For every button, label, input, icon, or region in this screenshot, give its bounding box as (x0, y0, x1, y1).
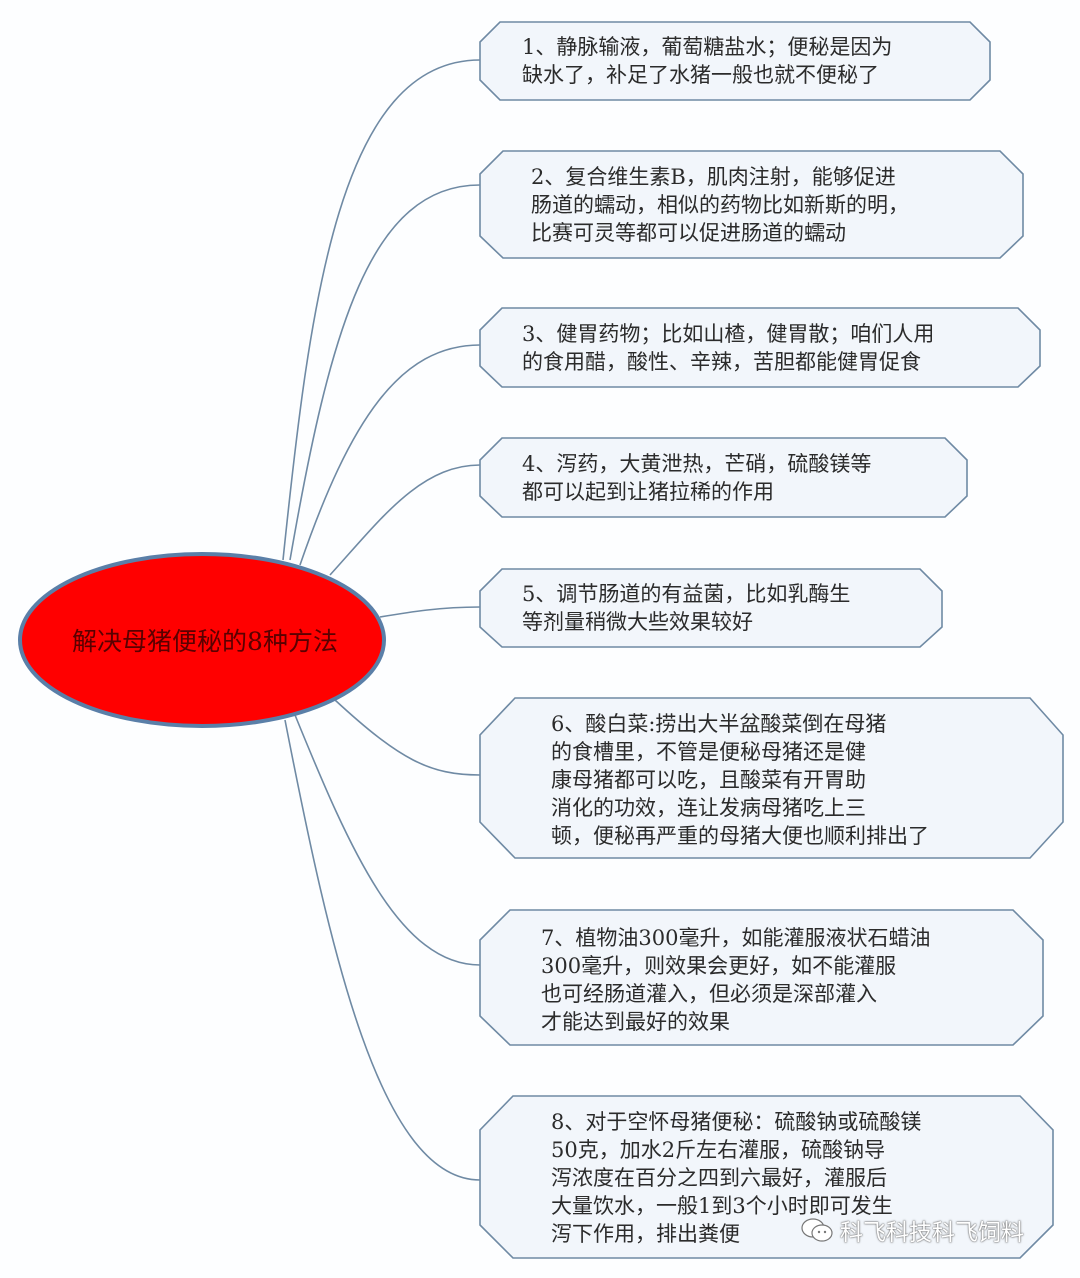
node-3-shape (479, 307, 1041, 388)
node-8-line-5: 泻下作用，排出粪便 (551, 1222, 740, 1246)
node-2-line-1: 2、复合维生素B，肌肉注射，能够促进 (531, 165, 896, 189)
connector-3 (299, 344, 481, 566)
connector-2 (289, 184, 481, 561)
node-4-line-1: 4、泻药，大黄泄热，芒硝，硫酸镁等 (522, 452, 872, 476)
node-3-line-2: 的食用醋，酸性、辛辣，苦胆都能健胃促食 (522, 350, 921, 374)
node-3-line-1: 3、健胃药物；比如山楂，健胃散；咱们人用 (522, 322, 935, 346)
node-7-line-2: 300毫升，则效果会更好，如不能灌服 (541, 954, 897, 978)
node-4-line-2: 都可以起到让猪拉稀的作用 (522, 480, 774, 504)
watermark-text: 科飞科技科飞饲料 (840, 1220, 1024, 1246)
connector-1 (282, 59, 481, 561)
node-1-line-2: 缺水了，补足了水猪一般也就不便秘了 (522, 63, 879, 87)
node-8-line-3: 泻浓度在百分之四到六最好，灌服后 (551, 1166, 887, 1190)
wechat-icon (801, 1218, 833, 1242)
node-6-line-4: 消化的功效，连让发病母猪吃上三 (551, 796, 866, 820)
node-8-line-4: 大量饮水，一般1到3个小时即可发生 (551, 1194, 893, 1218)
root-node-label: 解决母猪便秘的8种方法 (72, 627, 338, 656)
node-6-line-1: 6、酸白菜:捞出大半盆酸菜倒在母猪 (551, 712, 887, 736)
node-2-line-3: 比赛可灵等都可以促进肠道的蠕动 (531, 221, 846, 245)
node-5-shape (479, 568, 943, 648)
node-8-line-1: 8、对于空怀母猪便秘：硫酸钠或硫酸镁 (551, 1110, 922, 1134)
node-8-shape (479, 1095, 1054, 1259)
node-7-line-4: 才能达到最好的效果 (541, 1010, 730, 1034)
node-8-line-2: 50克，加水2斤左右灌服，硫酸钠导 (551, 1138, 886, 1162)
node-5-line-2: 等剂量稍微大些效果较好 (522, 610, 753, 634)
node-5-line-1: 5、调节肠道的有益菌，比如乳酶生 (522, 582, 851, 606)
node-6-line-2: 的食槽里，不管是便秘母猪还是健 (551, 740, 866, 764)
node-7-line-3: 也可经肠道灌入，但必须是深部灌入 (541, 982, 877, 1006)
connector-7 (294, 714, 481, 966)
watermark: 科飞科技科飞饲料 (800, 1210, 1024, 1250)
node-4-shape (479, 437, 968, 518)
node-7-line-1: 7、植物油300毫升，如能灌服液状石蜡油 (541, 926, 931, 950)
node-1-line-1: 1、静脉输液，葡萄糖盐水；便秘是因为 (522, 35, 893, 59)
root-node-shape (18, 552, 386, 728)
node-2-shape (479, 150, 1024, 259)
node-1-shape (479, 21, 991, 101)
node-6-shape (479, 697, 1064, 859)
node-2-line-2: 肠道的蠕动，相似的药物比如新斯的明， (531, 193, 909, 217)
connector-5 (379, 606, 481, 618)
node-6-line-3: 康母猪都可以吃，且酸菜有开胃助 (551, 768, 866, 792)
connector-4 (329, 464, 481, 576)
connector-6 (334, 699, 481, 776)
connector-8 (284, 719, 481, 1181)
node-7-shape (479, 909, 1044, 1046)
node-6-line-5: 顿，便秘再严重的母猪大便也顺利排出了 (551, 824, 929, 848)
